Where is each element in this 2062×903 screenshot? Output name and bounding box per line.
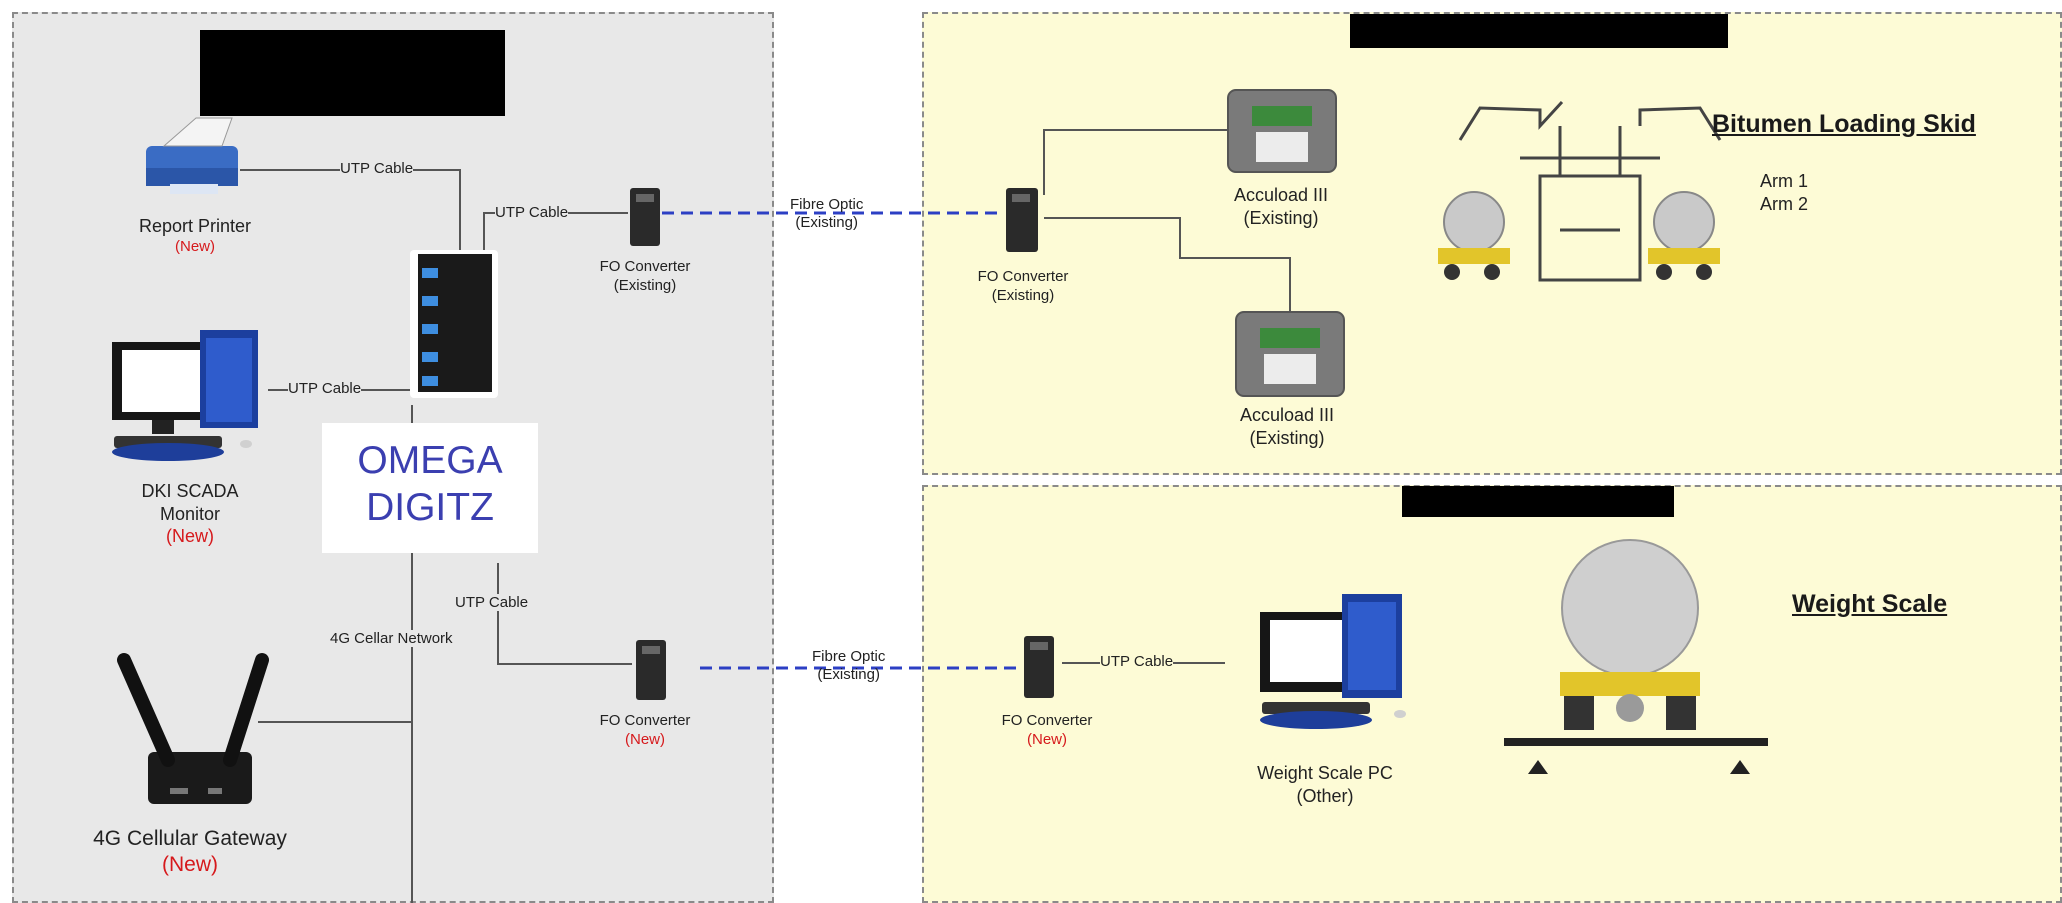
fo-converter-top-left-label: FO Converter (Existing) — [570, 258, 720, 296]
scada-monitor-label: DKI SCADA Monitor (New) — [110, 480, 270, 548]
weight-scale-pc-status: (Other) — [1296, 785, 1354, 806]
accuload-bottom-name: Accuload III — [1239, 405, 1335, 425]
weight-scale-pc-icon — [1260, 594, 1406, 729]
utp-cable-label-printer: UTP Cable — [340, 160, 414, 177]
fo-converter-bottom-left-label: FO Converter (New) — [570, 712, 720, 750]
weighbridge-zone — [922, 485, 2062, 903]
accuload-top-name: Accuload III — [1233, 185, 1329, 205]
cellular-network-label: 4G Cellar Network — [330, 630, 453, 647]
utp-cable-label-weight-pc: UTP Cable — [1100, 653, 1174, 670]
accuload-top-label: Accuload III (Existing) — [1206, 184, 1356, 229]
fibre-optic-label-bottom-line1: Fibre Optic — [812, 648, 886, 665]
report-printer-name: Report Printer — [138, 216, 252, 236]
tanker-on-scale-illustration — [1504, 539, 1768, 774]
loading-skid-illustration — [1438, 100, 1722, 282]
fo-converter-bottom-left-status: (New) — [625, 730, 665, 748]
router-brand-line2: DIGITZ — [366, 486, 494, 529]
fo-converter-bottom-left-name: FO Converter — [599, 712, 691, 729]
fibre-optic-label-top-line2: (Existing) — [795, 214, 858, 231]
weight-scale-pc-label: Weight Scale PC (Other) — [1240, 762, 1410, 807]
report-printer-label: Report Printer (New) — [112, 215, 278, 256]
accuload-top-icon — [1227, 89, 1337, 173]
scale-title: Weight Scale — [1792, 590, 1948, 618]
fo-converter-top-right-status: (Existing) — [991, 286, 1055, 304]
scada-monitor-name-line1: DKI SCADA — [141, 481, 239, 501]
report-printer-status: (New) — [175, 237, 215, 255]
scada-monitor-name-line2: Monitor — [159, 503, 221, 524]
fo-converter-bottom-right-status: (New) — [1027, 730, 1067, 748]
utp-cable-label-fo-bottom: UTP Cable — [455, 594, 529, 611]
redacted-zone-title-scale — [1402, 486, 1674, 517]
fibre-optic-label-bottom-line2: (Existing) — [817, 666, 880, 683]
router-brand-label: OMEGA DIGITZ — [322, 423, 538, 553]
accuload-bottom-status: (Existing) — [1249, 427, 1325, 448]
fo-converter-top-left-name: FO Converter — [599, 258, 691, 275]
skid-title: Bitumen Loading Skid — [1712, 110, 1976, 138]
utp-cable-label-fo-top: UTP Cable — [495, 204, 569, 221]
gateway-name: 4G Cellular Gateway — [93, 827, 287, 850]
fo-converter-top-right-icon — [1006, 188, 1038, 252]
fo-converter-bottom-right-icon — [1024, 636, 1054, 698]
fo-converter-bottom-right-name: FO Converter — [1001, 712, 1093, 729]
skid-arm-2: Arm 2 — [1760, 193, 1809, 214]
accuload-bottom-icon — [1235, 311, 1345, 397]
fo-converter-top-left-icon — [630, 188, 660, 246]
utp-cable-label-scada: UTP Cable — [288, 380, 362, 397]
redacted-zone-title-skid — [1350, 14, 1728, 48]
skid-arms: Arm 1 Arm 2 — [1760, 170, 1808, 215]
printer-icon — [146, 117, 238, 194]
accuload-bottom-label: Accuload III (Existing) — [1212, 404, 1362, 449]
cellular-gateway-icon — [117, 653, 269, 804]
scada-monitor-status: (New) — [166, 526, 214, 546]
fo-converter-bottom-left-icon — [636, 640, 666, 700]
fibre-optic-label-top: Fibre Optic (Existing) — [790, 196, 863, 232]
fo-converter-top-left-status: (Existing) — [613, 276, 677, 294]
scada-monitor-icon — [112, 330, 258, 461]
gateway-status: (New) — [162, 853, 218, 877]
fo-converter-top-right-name: FO Converter — [977, 268, 1069, 285]
accuload-top-status: (Existing) — [1243, 207, 1319, 228]
network-switch-icon — [410, 250, 498, 398]
gateway-label: 4G Cellular Gateway (New) — [60, 826, 320, 879]
fibre-optic-label-bottom: Fibre Optic (Existing) — [812, 648, 885, 684]
fibre-optic-label-top-line1: Fibre Optic — [790, 196, 864, 213]
redacted-zone-title-left — [200, 30, 505, 116]
weight-scale-pc-name: Weight Scale PC — [1257, 763, 1393, 783]
fo-converter-bottom-right-label: FO Converter (New) — [972, 712, 1122, 750]
skid-arm-1: Arm 1 — [1760, 171, 1809, 191]
router-brand-line1: OMEGA — [357, 439, 503, 482]
fo-converter-top-right-label: FO Converter (Existing) — [948, 268, 1098, 306]
